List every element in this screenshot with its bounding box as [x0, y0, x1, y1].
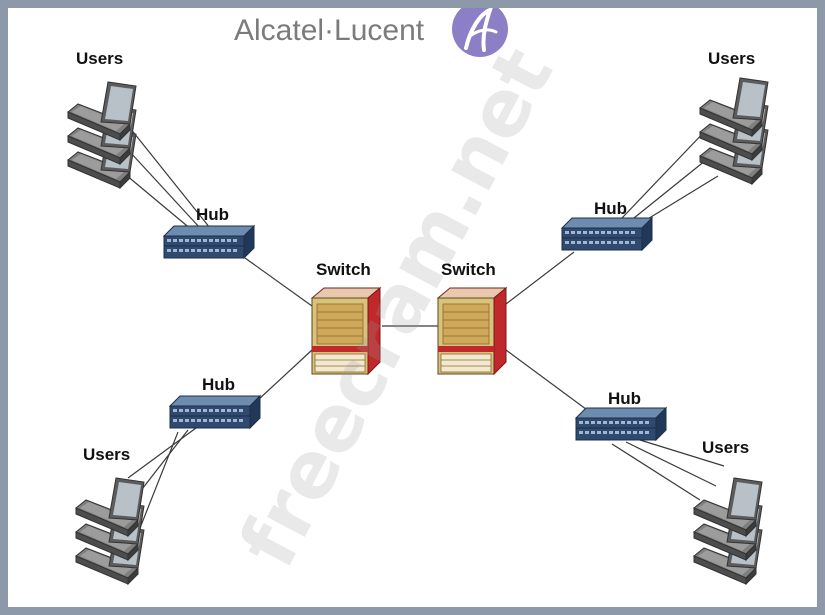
network-diagram: Alcatel·Lucent Users Users Users Users [67, 8, 769, 585]
link [129, 151, 201, 229]
users-group-bottom-right: Users [693, 438, 763, 585]
hub-bottom-left: Hub [169, 375, 261, 429]
hub-bottom-right: Hub [575, 389, 667, 441]
hub-top-left: Hub [163, 205, 255, 259]
users-label: Users [708, 49, 755, 68]
link [621, 127, 709, 219]
hub-icon [169, 395, 261, 429]
diagram-frame: Alcatel·Lucent Users Users Users Users [8, 8, 817, 607]
hub-icon [561, 217, 653, 251]
link [119, 169, 193, 231]
link [244, 257, 313, 307]
link [639, 439, 725, 467]
alcatel-lucent-logo-icon [452, 8, 508, 57]
users-label: Users [76, 49, 123, 68]
link [645, 175, 719, 221]
hub-label: Hub [196, 205, 229, 224]
hub-icon [163, 225, 255, 259]
brand-name: Alcatel·Lucent [234, 14, 425, 47]
hub-icon [575, 407, 667, 441]
link [505, 251, 575, 305]
link [625, 441, 717, 487]
users-group-top-left: Users [67, 49, 137, 189]
switch-label: Switch [316, 260, 371, 279]
link [127, 427, 197, 479]
switch-right: Switch [437, 260, 507, 375]
hub-label: Hub [594, 199, 627, 218]
switch-left: Switch [311, 260, 381, 375]
hub-label: Hub [202, 375, 235, 394]
users-group-bottom-left: Users [75, 445, 145, 585]
link [129, 127, 211, 229]
watermark-text: freecram.net [223, 34, 571, 581]
brand-logo: Alcatel·Lucent [234, 8, 508, 57]
link [611, 443, 701, 501]
users-group-top-right: Users [699, 49, 769, 185]
link [139, 431, 179, 529]
users-label: Users [83, 445, 130, 464]
hub-label: Hub [608, 389, 641, 408]
users-label: Users [702, 438, 749, 457]
switch-label: Switch [441, 260, 496, 279]
link [505, 349, 599, 419]
link [257, 349, 313, 401]
hub-top-right: Hub [561, 199, 653, 251]
